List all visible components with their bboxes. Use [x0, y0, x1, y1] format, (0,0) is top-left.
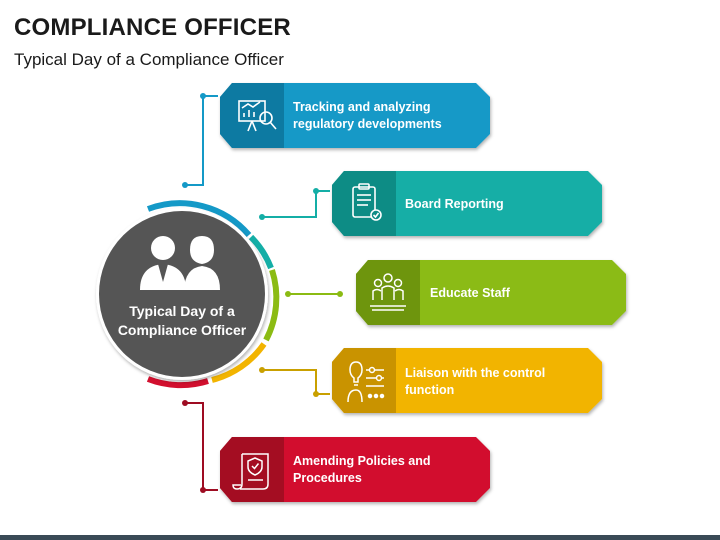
item-label-5: Amending Policies and Procedures — [293, 454, 431, 485]
center-label: Typical Day of a Compliance Officer — [117, 303, 247, 338]
connector-2 — [259, 188, 330, 220]
center-hub — [90, 200, 280, 389]
item-banner-2 — [332, 171, 602, 236]
people-icon — [140, 236, 220, 290]
team-icon — [370, 273, 406, 311]
item-label-3: Educate Staff — [430, 285, 510, 300]
chart-magnifier-icon — [238, 100, 277, 132]
item-banner-1 — [220, 83, 490, 148]
footer-bar — [0, 535, 720, 540]
connector-1 — [182, 93, 218, 188]
item-label-2: Board Reporting — [405, 196, 504, 211]
item-label-1: Tracking and analyzing regulatory develo… — [293, 100, 442, 131]
page-title: COMPLIANCE OFFICER — [14, 14, 291, 41]
connector-5 — [182, 400, 218, 493]
connector-3 — [285, 291, 343, 297]
item-label-4: Liaison with the control function — [405, 366, 546, 397]
page-subtitle: Typical Day of a Compliance Officer — [14, 50, 284, 69]
connector-4 — [259, 367, 330, 397]
clipboard-check-icon — [352, 183, 382, 221]
policy-document-icon — [232, 453, 269, 490]
item-banner-3 — [356, 260, 626, 325]
lightbulb-controls-icon — [347, 361, 385, 403]
